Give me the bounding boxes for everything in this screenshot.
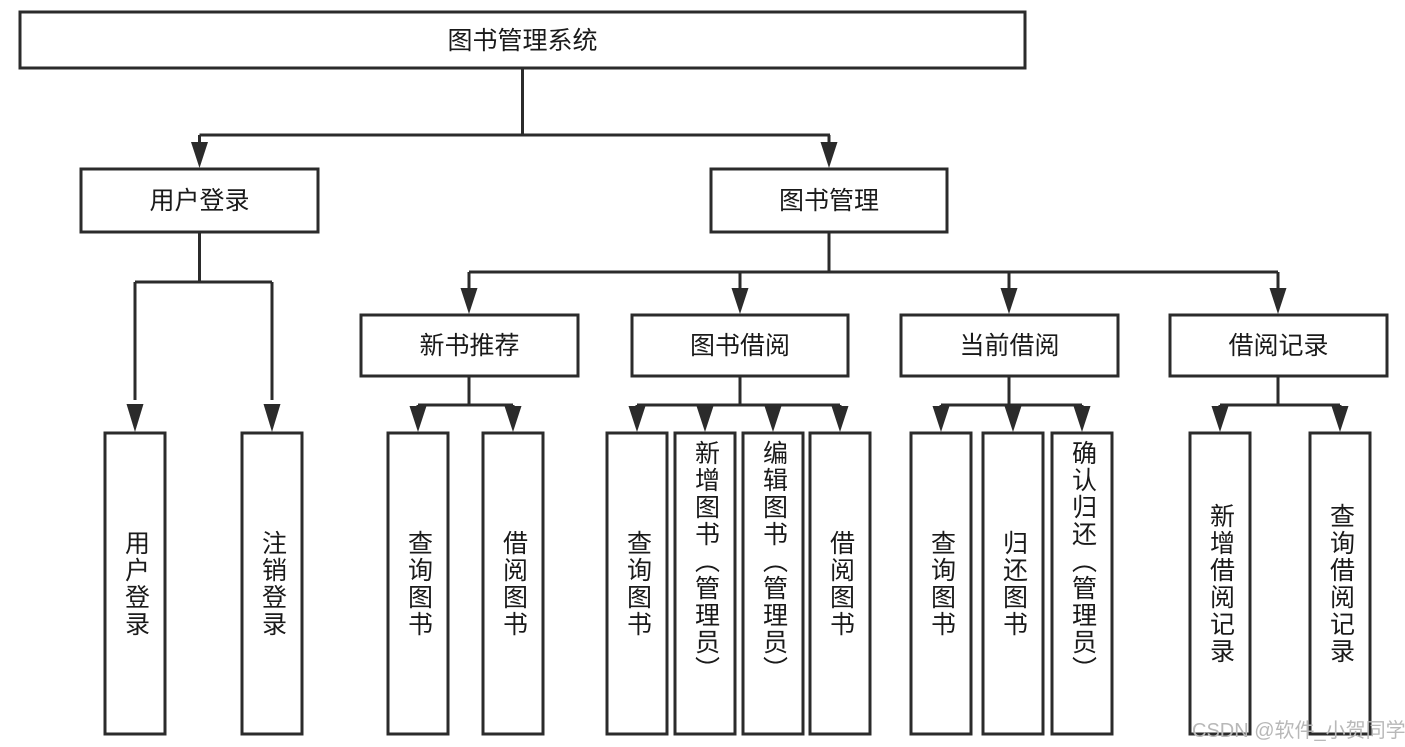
arrow-to-leaf-logout <box>263 404 281 432</box>
arrow-to-leaf-borrow-book-1 <box>504 406 522 432</box>
arrow-to-leaf-borrow-book-2 <box>831 406 849 432</box>
leaf-add-book-box[interactable] <box>673 431 737 736</box>
node-borrow-record-box[interactable] <box>1168 313 1389 378</box>
leaf-query-book-3-box[interactable] <box>909 431 973 736</box>
arrow-to-leaf-user-login <box>126 404 144 432</box>
leaf-borrow-book-1-box[interactable] <box>481 431 545 736</box>
node-borrow-record-label: 借阅记录 <box>1228 332 1328 360</box>
node-current-borrow[interactable]: 当前借阅 <box>899 313 1120 378</box>
arrow-to-leaf-query-book-2 <box>628 406 646 432</box>
node-root[interactable]: 图书管理系统 <box>18 10 1027 70</box>
connector-layer <box>126 68 1349 432</box>
node-current-borrow-box[interactable] <box>899 313 1120 378</box>
node-book-manage-box[interactable] <box>709 167 949 234</box>
node-new-book-recommend-box[interactable] <box>359 313 580 378</box>
arrow-to-leaf-edit-book <box>764 406 782 432</box>
leaf-user-login-box[interactable] <box>103 431 167 736</box>
csdn-watermark: CSDN @软件_小贺同学 <box>1192 720 1405 742</box>
node-book-manage[interactable]: 图书管理 <box>709 167 949 234</box>
leaf-confirm-return-box[interactable] <box>1050 431 1114 736</box>
arrow-to-leaf-add-record <box>1211 406 1229 432</box>
edge-borrowrecord-bus <box>1218 376 1342 412</box>
leaf-borrow-book-2-box[interactable] <box>808 431 872 736</box>
leaf-query-record-box[interactable] <box>1308 431 1372 736</box>
arrow-to-leaf-return-book <box>1004 406 1022 432</box>
node-borrow-record[interactable]: 借阅记录 <box>1168 313 1389 378</box>
node-root-box[interactable] <box>18 10 1027 70</box>
leaf-query-book-2-box[interactable] <box>605 431 669 736</box>
node-new-book-recommend[interactable]: 新书推荐 <box>359 313 580 378</box>
node-book-borrow[interactable]: 图书借阅 <box>630 313 850 378</box>
arrow-to-book-manage <box>820 142 838 168</box>
edge-newbook-bus <box>416 376 515 412</box>
node-root-label: 图书管理系统 <box>447 27 597 55</box>
edge-root-bus <box>198 68 831 150</box>
arrow-to-book-borrow <box>731 288 749 314</box>
edge-userlogin-bus <box>133 232 274 400</box>
node-user-login-box[interactable] <box>79 167 320 234</box>
arrow-to-borrow-record <box>1269 288 1287 314</box>
arrow-to-leaf-query-book-1 <box>409 406 427 432</box>
leaf-add-record-box[interactable] <box>1188 431 1252 736</box>
leaf-query-book-1-box[interactable] <box>386 431 450 736</box>
node-current-borrow-label: 当前借阅 <box>959 332 1059 360</box>
leaf-return-book-box[interactable] <box>981 431 1045 736</box>
leaf-edit-book-box[interactable] <box>741 431 805 736</box>
arrow-to-leaf-query-book-3 <box>932 406 950 432</box>
node-book-borrow-label: 图书借阅 <box>690 332 790 360</box>
node-user-login[interactable]: 用户登录 <box>79 167 320 234</box>
leaf-logout-box[interactable] <box>240 431 304 736</box>
arrow-to-current-borrow <box>1000 288 1018 314</box>
node-book-manage-label: 图书管理 <box>779 187 879 215</box>
arrow-to-new-book-recommend <box>460 288 478 314</box>
node-book-borrow-box[interactable] <box>630 313 850 378</box>
node-new-book-recommend-label: 新书推荐 <box>419 332 519 360</box>
leaf-boxes <box>103 431 1372 736</box>
arrow-to-user-login <box>191 142 208 168</box>
arrow-to-leaf-add-book <box>696 406 714 432</box>
edge-bookborrow-bus <box>635 376 842 412</box>
arrow-to-leaf-query-record <box>1331 406 1349 432</box>
edge-bookmanage-bus <box>467 232 1280 290</box>
arrow-to-leaf-confirm-return <box>1073 406 1091 432</box>
node-user-login-label: 用户登录 <box>149 187 249 215</box>
